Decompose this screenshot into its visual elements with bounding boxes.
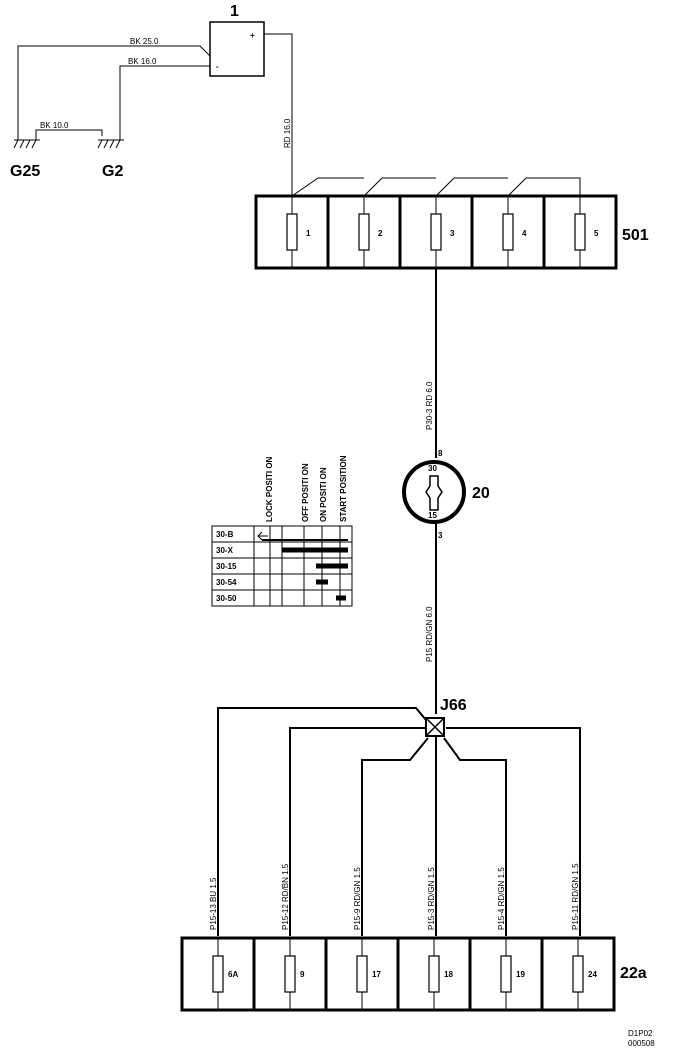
fuse-22a: 24 (572, 938, 597, 1010)
switch-position-header: ON POSITI ON (319, 467, 328, 522)
fuse-22a: 17 (356, 938, 381, 1010)
battery-component: 1 + - (209, 3, 265, 77)
fusebox-22a-label: 22a (620, 965, 647, 982)
ground-g25-label: G25 (10, 163, 40, 180)
ground-icon (97, 139, 124, 149)
fuse-22a: 6A (212, 938, 238, 1010)
wire-rd-16-label: RD 16.0 (283, 118, 292, 148)
switch-terminal-15: 15 (428, 511, 437, 520)
wire-bk-25-label: BK 25.0 (130, 37, 159, 46)
battery-plus: + (250, 31, 255, 40)
fusebox-501-label: 501 (622, 227, 649, 244)
branch-wire-label: P15-3 RD/GN 1.5 (427, 867, 436, 930)
branch-wire-label: P15-4 RD/GN 1.5 (497, 867, 506, 930)
junction-j66: J66 P15-13 BU 1.5 P15-12 RD/BN 1.5 P15-9 R… (209, 697, 581, 936)
switch-row-label: 30-B (216, 530, 234, 539)
battery-label: 1 (230, 3, 239, 20)
branch-wire-label: P15-12 RD/BN 1.5 (281, 863, 290, 930)
fuse-22a: 19 (500, 938, 525, 1010)
fuse-22a-label: 9 (300, 970, 305, 979)
switch-row-label: 30-15 (216, 562, 237, 571)
fuse-501-label: 3 (450, 229, 455, 238)
wire-p30-3-label: P30-3 RD 6.0 (425, 381, 434, 430)
fuse-22a-label: 17 (372, 970, 381, 979)
fuse-501: 3 (430, 196, 455, 268)
switch-row-label: 30-50 (216, 594, 237, 603)
fuse-501-label: 1 (306, 229, 311, 238)
fuse-501: 1 (286, 196, 311, 268)
fuse-501-label: 5 (594, 229, 599, 238)
wire-bk-16-label: BK 16.0 (128, 57, 157, 66)
switch-pin-top: 8 (438, 449, 443, 458)
wire-rd-16: RD 16.0 (264, 33, 293, 196)
fuse-22a-label: 18 (444, 970, 453, 979)
branch-wire-label: P15-9 RD/GN 1.5 (353, 867, 362, 930)
fuse-22a-label: 19 (516, 970, 525, 979)
ground-g25: G25 (10, 136, 40, 180)
fuse-501-label: 4 (522, 229, 527, 238)
ground-icon (13, 136, 40, 149)
fuse-22a: 18 (428, 938, 453, 1010)
footer-line1: D1P02 (628, 1029, 653, 1038)
wire-p30-3: P30-3 RD 6.0 (425, 268, 437, 458)
switch-label: 20 (472, 485, 490, 502)
switch-pin-bottom: 3 (438, 531, 443, 540)
fusebox-501: 1 2 3 4 5 501 (254, 177, 649, 270)
fuse-501-label: 2 (378, 229, 383, 238)
switch-terminal-30: 30 (428, 464, 437, 473)
ignition-switch: 8 30 15 20 3 P15 RD/GN 6.0 (402, 449, 490, 714)
ground-wires: BK 25.0 BK 16.0 BK 10.0 (17, 37, 211, 140)
fuse-22a-label: 6A (228, 970, 238, 979)
branch-wire-label: P15-13 BU 1.5 (209, 877, 218, 930)
wire-bk-10-label: BK 10.0 (40, 121, 69, 130)
ground-g2-label: G2 (102, 163, 123, 180)
wire-p15-label: P15 RD/GN 6.0 (425, 606, 434, 662)
fuse-501: 4 (502, 196, 527, 268)
switch-row-label: 30-54 (216, 578, 237, 587)
fusebox-22a: 6A 9 17 18 19 24 22a (180, 936, 647, 1012)
switch-position-header: OFF POSITI ON (301, 463, 310, 522)
ground-g2: G2 (97, 139, 124, 180)
branch-wire-label: P15-11 RD/GN 1.5 (571, 863, 580, 930)
switch-position-header: START POSITION (339, 455, 348, 522)
fuse-22a-label: 24 (588, 970, 597, 979)
switch-position-table: LOCK POSITI ON OFF POSITI ON ON POSITI ON S… (211, 455, 353, 607)
fuse-501: 2 (358, 196, 383, 268)
fuse-501: 5 (574, 196, 599, 268)
key-icon (425, 475, 443, 511)
switch-position-header: LOCK POSITI ON (265, 456, 274, 522)
footer-line2: 000508 (628, 1039, 655, 1048)
arrow-icon (257, 531, 268, 541)
fuse-22a: 9 (284, 938, 305, 1010)
footer-code: D1P02 000508 (628, 1029, 655, 1048)
junction-label: J66 (440, 697, 467, 714)
switch-row-label: 30-X (216, 546, 234, 555)
battery-minus: - (216, 62, 219, 71)
